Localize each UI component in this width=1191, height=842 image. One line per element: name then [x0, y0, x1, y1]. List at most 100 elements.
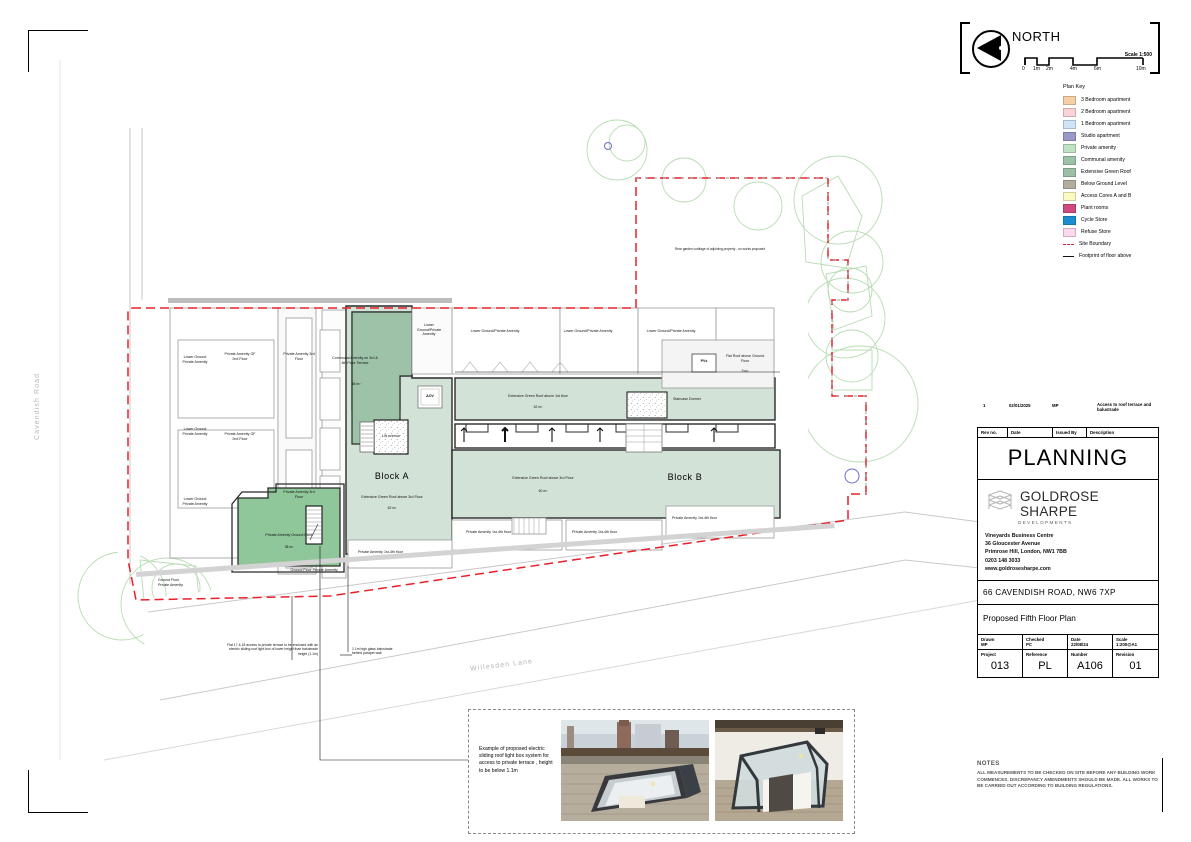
- brand-name: GOLDROSE SHARPE: [1020, 488, 1099, 519]
- notes-body: ALL MEASUREMENTS TO BE CHECKED ON SITE B…: [977, 770, 1158, 789]
- north-and-scale-bar: NORTH Scale 1:500 0 1m 2m 4m 6m 10m: [960, 22, 1160, 74]
- staircase-dormer: [626, 391, 668, 419]
- notes-title: NOTES: [977, 761, 1000, 767]
- plan-key-row: Refuse Store: [1063, 226, 1163, 238]
- plan-key-label: 2 Bedroom apartment: [1081, 109, 1131, 115]
- annotation-roof-terrace: Flat 17 & 18 access to private terrace t…: [227, 643, 318, 656]
- frame-mark-left-bottom: [28, 770, 29, 812]
- meta-header: Drawn: [981, 637, 995, 643]
- reference-header: Revision: [1116, 652, 1135, 658]
- area-flat-roof: 9 m²: [741, 369, 749, 373]
- floor-plan-drawing: Cavendish Road Willesden Lane Block A Bl…: [34, 60, 980, 761]
- label-staircase-dormer: Staircase Dormer: [673, 397, 701, 401]
- plan-key-row: 3 Bedroom apartment: [1063, 94, 1163, 106]
- rev-no-value: 1: [983, 403, 986, 408]
- drawing-title-row: Proposed Fifth Floor Plan: [978, 605, 1158, 636]
- plan-key-row: Site Boundary: [1063, 238, 1163, 250]
- website-url[interactable]: www.goldrosesharpe.com: [985, 565, 1051, 572]
- block-b-lower-green: [451, 449, 781, 519]
- label-lower-ground-amenity-a1: Lower Ground Private Amenity: [182, 355, 208, 364]
- plan-key-label: Private amenity: [1081, 145, 1117, 151]
- frame-mark-top-left: [28, 30, 88, 31]
- rev-header-no: Rev no.: [978, 428, 1008, 437]
- label-pa-b1: Private Amenity 1st-4th floor: [466, 530, 511, 534]
- meta-value: 22/08/24: [1071, 642, 1089, 648]
- label-private-amenity-1st-4th: Private Amenity 1st-4th floor: [358, 550, 403, 554]
- label-flat-roof-ground: Flat Roof above Ground Floor: [725, 354, 765, 363]
- plan-key-row: Communal amenity: [1063, 154, 1163, 166]
- plan-key-row: Studio apartment: [1063, 130, 1163, 142]
- annotation-balustrade: 1.1m high glass balustrade behind parape…: [352, 647, 393, 656]
- planning-status-label: PLANNING: [1007, 445, 1129, 470]
- tree-canopies: [77, 119, 919, 651]
- lift-overrun: [373, 419, 409, 455]
- plan-key-swatch: [1063, 107, 1076, 117]
- reference-value: A106: [1077, 660, 1103, 673]
- phone-number: 0203 148 3033: [985, 557, 1021, 564]
- rev-date-value: 02/01/2025: [1009, 403, 1031, 408]
- label-private-amenity-gf2-b: Private Amenity GF 2nd Floor: [224, 432, 256, 441]
- plan-key-label: Studio apartment: [1081, 133, 1120, 139]
- plan-key-title: Plan Key: [1063, 84, 1086, 90]
- notes-panel: NOTES ALL MEASUREMENTS TO BE CHECKED ON …: [977, 761, 1159, 790]
- label-communal-amenity: Communal Amenity on 3rd & 4th Floor Terr…: [332, 356, 378, 365]
- reference-value: 01: [1129, 660, 1142, 673]
- photo-rooflight-open-interior: [715, 720, 843, 821]
- roof-light-box: [305, 505, 323, 545]
- frame-mark-left-top: [28, 30, 29, 72]
- address-line-3: Primrose Hill, London, NW1 7BB: [985, 549, 1067, 556]
- plan-key-label: Footprint of floor above: [1079, 253, 1132, 259]
- area-communal: 58 m²: [351, 382, 361, 386]
- plan-key-label: Site Boundary: [1079, 241, 1111, 247]
- block-b-walkway: [454, 423, 776, 449]
- area-egr-3rd: 60 m²: [538, 489, 548, 493]
- rev-header-description: Description: [1090, 430, 1115, 435]
- plan-key-swatch: [1063, 179, 1076, 189]
- reference-header: Project: [981, 652, 996, 658]
- plan-key-swatch: [1063, 95, 1076, 105]
- label-egr-block-a: Extensive Green Roof above 3rd Floor: [361, 495, 423, 499]
- label-ground-floor-pa-left: Ground Floor Private Amenity: [158, 578, 183, 587]
- label-private-amenity-gf2-a: Private Amenity GF 2nd Floor: [224, 352, 256, 361]
- label-private-amenity-ground: Private Amenity Ground Floor: [265, 533, 313, 537]
- plan-key-swatch: [1063, 203, 1076, 213]
- notes-divider: [1162, 758, 1163, 810]
- label-pvs: PVs: [700, 359, 708, 363]
- reference-value: PL: [1038, 660, 1052, 673]
- scale-tick-5: 10m: [1136, 66, 1146, 72]
- label-aov: AOV: [426, 394, 434, 398]
- plan-key-row: 1 Bedroom apartment: [1063, 118, 1163, 130]
- planning-status-row: PLANNING: [978, 438, 1158, 480]
- drawing-title: Proposed Fifth Floor Plan: [983, 614, 1076, 624]
- plan-key-swatch: [1063, 155, 1076, 165]
- plan-key-row: Cycle Store: [1063, 214, 1163, 226]
- goldrose-sharpe-logo-icon: [985, 488, 1015, 519]
- title-block: Rev no. Date Issued By Description PLANN…: [977, 427, 1159, 679]
- plan-key-label: Extensive Green Roof: [1081, 169, 1131, 175]
- label-lower-ground-amenity-a2: Lower Ground Private Amenity: [182, 427, 208, 436]
- plan-key-label: Cycle Store: [1081, 217, 1108, 223]
- plan-key-row: Private amenity: [1063, 142, 1163, 154]
- scale-tick-4: 6m: [1094, 66, 1101, 72]
- plan-key-legend: Plan Key 3 Bedroom apartment 2 Bedroom ap…: [1063, 84, 1163, 262]
- label-pa-b3: Private Amenity 1st-4th floor: [672, 516, 717, 520]
- meta-header: Checked: [1026, 637, 1045, 643]
- plan-key-label: Access Cores A and B: [1081, 193, 1132, 199]
- revision-strip: 1 02/01/2025 MP Access to roof terrace a…: [977, 401, 1157, 427]
- north-arrow-icon: [972, 30, 1010, 68]
- site-address: 66 CAVENDISH ROAD, NW6 7XP: [983, 588, 1116, 598]
- plan-key-swatch: [1063, 191, 1076, 201]
- label-egr-3rd: Extensive Green Roof above 3rd Floor: [512, 476, 574, 480]
- rev-by-value: MP: [1052, 403, 1059, 408]
- photo-inset-panel: Example of proposed electric sliding roo…: [468, 709, 855, 834]
- plan-key-row: Access Cores A and B: [1063, 190, 1163, 202]
- area-egr-1st: 62 m²: [533, 405, 543, 409]
- brand-subtitle: DEVELOPMENTS: [1018, 520, 1073, 525]
- meta-value: 1:200@A1: [1116, 642, 1138, 648]
